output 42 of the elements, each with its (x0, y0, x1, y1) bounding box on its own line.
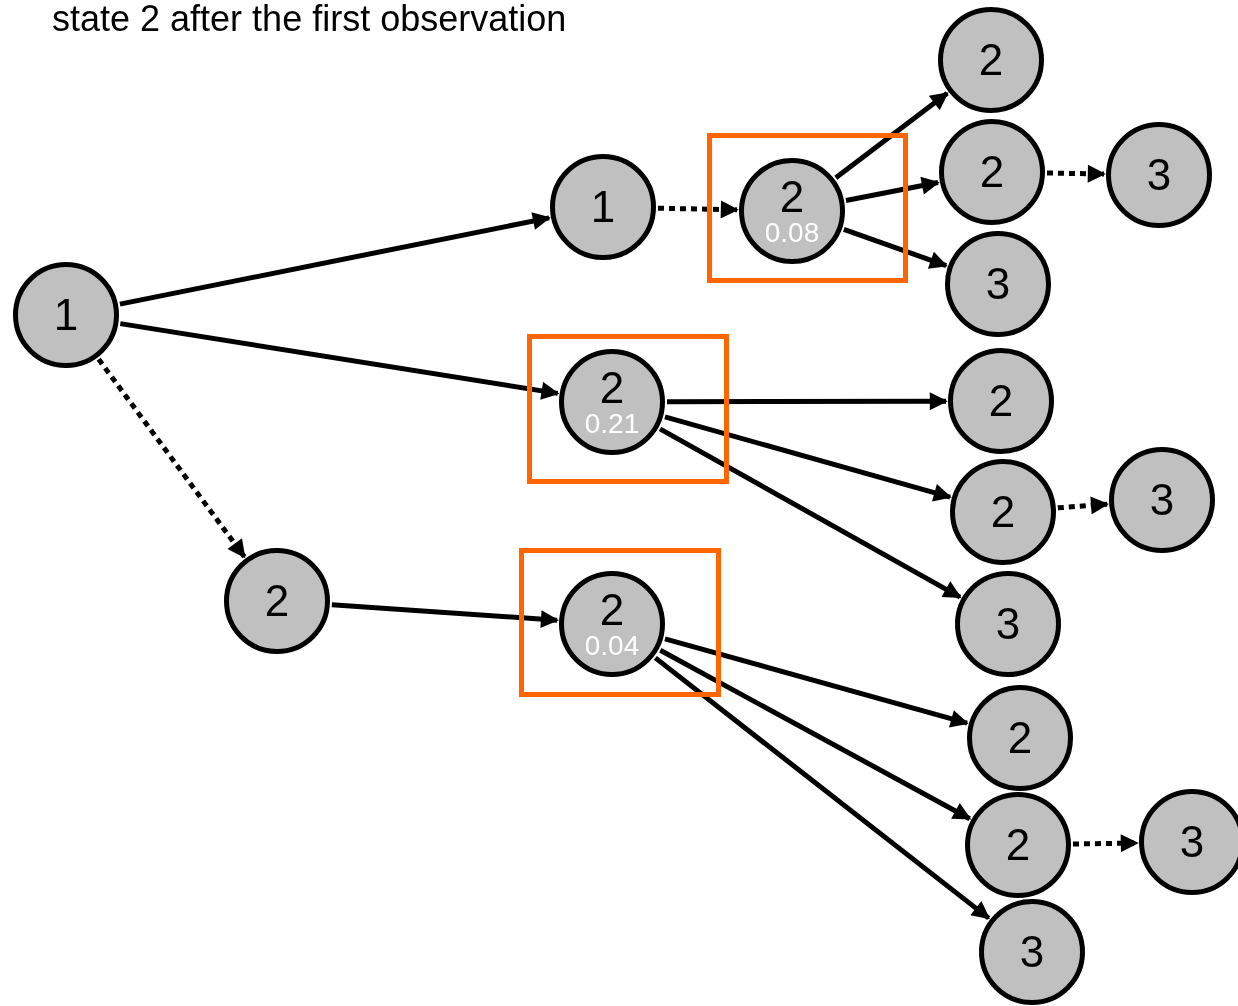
arrow (119, 212, 551, 307)
state-label: 1 (590, 185, 616, 229)
arrow (119, 321, 560, 400)
probability-label: 0.08 (764, 219, 820, 247)
state-label: 2 (264, 579, 290, 623)
state-label: 2 (990, 490, 1016, 534)
dotted-arrow (1046, 164, 1106, 183)
dotted-arrow (1072, 834, 1139, 853)
arrow (664, 414, 952, 502)
state-label: 2 (979, 150, 1005, 194)
arrow (834, 91, 949, 180)
state-label: 2 (1005, 823, 1031, 867)
state-label: 2 (599, 588, 625, 632)
title: state 2 after the first observation (52, 0, 567, 38)
arrow (331, 602, 559, 629)
highlight-frame (707, 133, 908, 283)
highlight-frame (519, 548, 721, 697)
state-label: 3 (1179, 820, 1205, 864)
highlight-frame (527, 334, 729, 484)
arrow (659, 648, 972, 821)
arrow (845, 176, 940, 203)
probability-label: 0.04 (584, 632, 640, 660)
arrow (653, 655, 991, 921)
state-label: 2 (599, 366, 625, 410)
arrow (843, 227, 948, 269)
arrow (667, 392, 948, 411)
state-label: 3 (1146, 153, 1172, 197)
state-label: 2 (988, 379, 1014, 423)
dotted-arrow (657, 200, 739, 219)
state-label: 3 (985, 262, 1011, 306)
state-label: 3 (1019, 930, 1045, 974)
probability-label: 0.21 (584, 410, 640, 438)
state-label: 3 (995, 602, 1021, 646)
arrow (658, 426, 962, 600)
dotted-arrow (1057, 496, 1109, 515)
state-label: 2 (1007, 716, 1033, 760)
arrow (664, 636, 969, 728)
state-label: 3 (1149, 478, 1175, 522)
state-label: 2 (779, 175, 805, 219)
state-label: 1 (53, 293, 79, 337)
state-label: 2 (978, 38, 1004, 82)
dotted-arrow (96, 357, 247, 559)
